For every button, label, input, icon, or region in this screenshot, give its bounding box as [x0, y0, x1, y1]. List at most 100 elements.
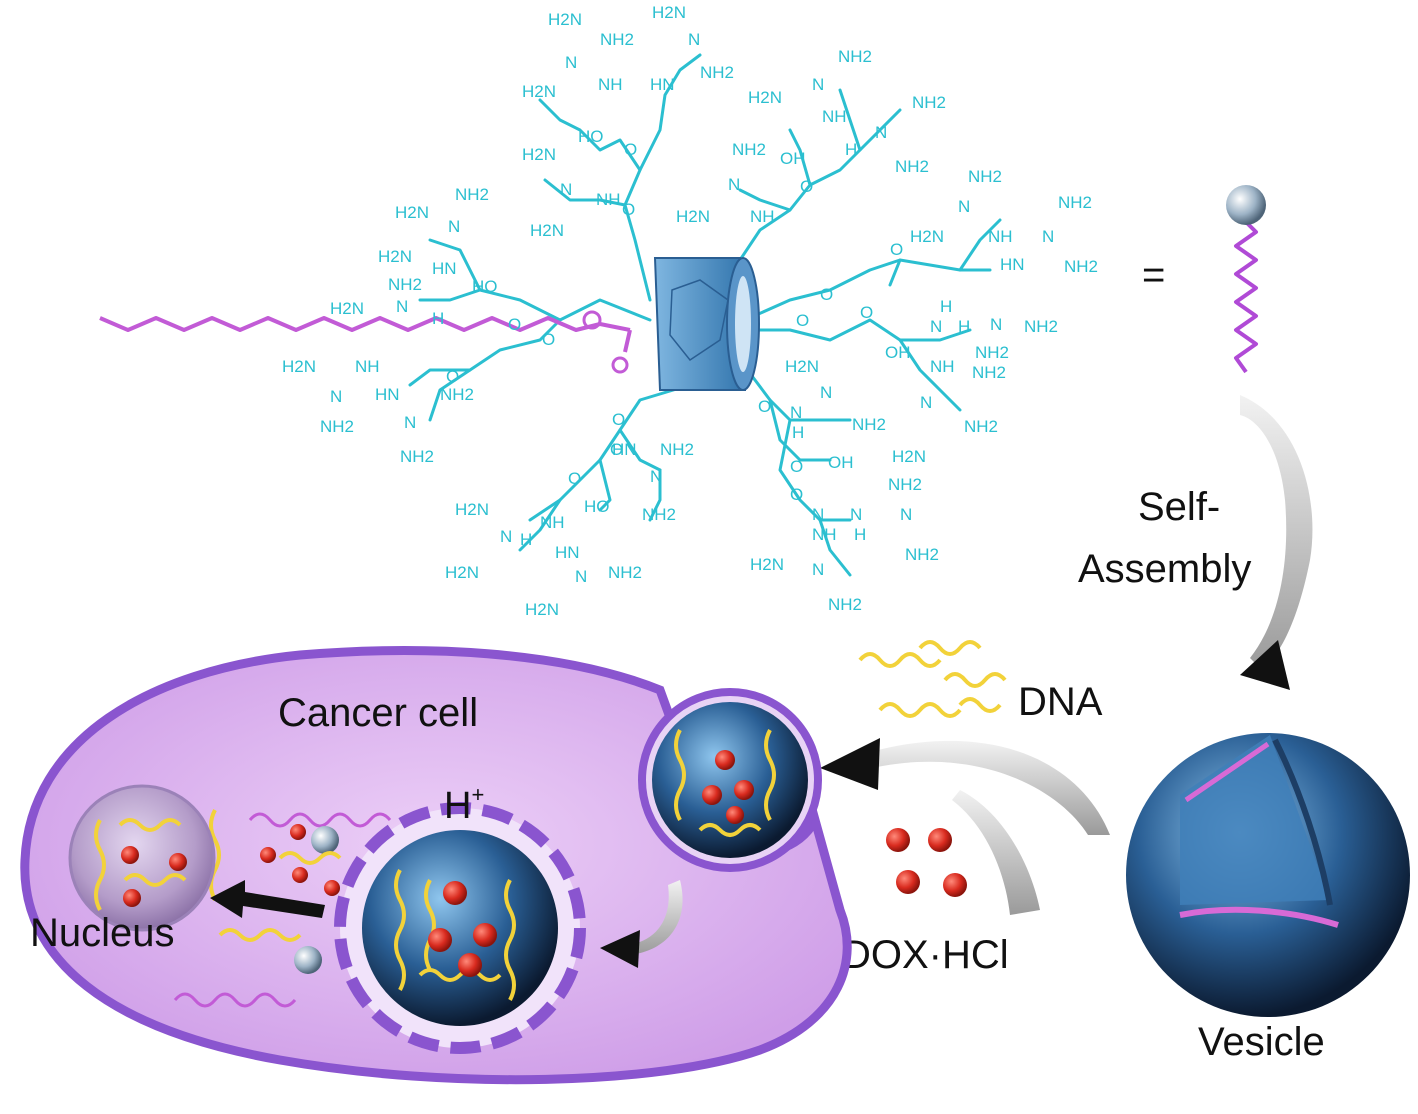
chem-label: O [790, 457, 803, 476]
chem-label: O [624, 140, 637, 159]
chem-label: NH2 [400, 447, 434, 466]
chem-label: N [920, 393, 932, 412]
chem-label: NH2 [852, 415, 886, 434]
chem-label: HO [472, 277, 498, 296]
chem-label: O [622, 200, 635, 219]
arrow-to-nucleus [210, 880, 325, 918]
chem-label: N [396, 297, 408, 316]
drug-particle-icon [123, 889, 141, 907]
drug-particle-icon [121, 846, 139, 864]
drug-particle-icon [260, 847, 276, 863]
chem-label: N [575, 567, 587, 586]
entering-vesicle [638, 688, 822, 872]
chem-label: H [940, 297, 952, 316]
chem-label: HN [1000, 255, 1025, 274]
chem-label: N [330, 387, 342, 406]
chem-label: NH2 [888, 475, 922, 494]
chem-label: NH2 [1058, 193, 1092, 212]
chem-label: N [728, 175, 740, 194]
chem-label: NH2 [320, 417, 354, 436]
dendron-bonds [408, 53, 1002, 577]
chem-label: O [800, 177, 813, 196]
chem-label: NH2 [455, 185, 489, 204]
drug-particle-icon [715, 750, 735, 770]
chem-label: H2N [548, 10, 582, 29]
self-assembly-label-line2: Assembly [1078, 547, 1251, 591]
vesicle-icon [1126, 733, 1410, 1017]
chem-label: H2N [522, 82, 556, 101]
chem-label: O [542, 330, 555, 349]
chem-label: NH [598, 75, 623, 94]
chem-label: NH [355, 357, 380, 376]
chem-label: NH [812, 525, 837, 544]
chem-label: NH2 [732, 140, 766, 159]
drug-particle-icon [169, 853, 187, 871]
dox-label: DOX·HCl [842, 933, 1009, 977]
chem-label: H2N [748, 88, 782, 107]
chem-label: NH2 [838, 47, 872, 66]
chem-label: O [796, 311, 809, 330]
drug-particle-icon [473, 923, 497, 947]
chemical-labels: H2N NH2 N H2N NH H2N N NH2 HN NH2 H2N N … [282, 3, 1098, 619]
chem-label: NH2 [700, 63, 734, 82]
chem-label: N [900, 505, 912, 524]
chem-label: H2N [330, 299, 364, 318]
nucleus-label: Nucleus [30, 911, 175, 955]
chem-label: NH [988, 227, 1013, 246]
chem-label: NH2 [968, 167, 1002, 186]
chem-label: NH2 [600, 30, 634, 49]
drug-particle-icon [324, 880, 340, 896]
endosome [334, 802, 586, 1054]
chem-label: NH2 [660, 440, 694, 459]
released-components [173, 809, 392, 1008]
chem-label: HO [578, 127, 604, 146]
drug-particle-icon [886, 828, 910, 852]
alkyl-chain [99, 316, 631, 332]
chem-label: O [890, 240, 903, 259]
chem-label: HN [432, 259, 457, 278]
drug-particle-icon [292, 867, 308, 883]
chem-label: N [812, 505, 824, 524]
chem-label: HN [375, 385, 400, 404]
chem-label: H2N [910, 227, 944, 246]
chem-label: NH2 [388, 275, 422, 294]
chem-label: H2N [652, 3, 686, 22]
chem-label: HO [584, 497, 610, 516]
chem-label: O [860, 303, 873, 322]
chem-label: N [812, 560, 824, 579]
chem-label: H2N [785, 357, 819, 376]
chem-label: O [568, 469, 581, 488]
amphiphile-molecule: H2N NH2 N H2N NH H2N N NH2 HN NH2 H2N N … [99, 3, 1098, 619]
chem-label: H2N [892, 447, 926, 466]
chem-label: H2N [378, 247, 412, 266]
chem-label: NH [750, 207, 775, 226]
drug-particle-icon [290, 824, 306, 840]
chem-label: O [612, 410, 625, 429]
chem-label: N [990, 315, 1002, 334]
chem-label: O [758, 397, 771, 416]
chem-label: NH [930, 357, 955, 376]
chem-label: NH [822, 107, 847, 126]
free-dna-strands [858, 640, 1007, 718]
chem-label: HN [650, 75, 675, 94]
chem-label: H2N [282, 357, 316, 376]
chem-label: OH [780, 149, 806, 168]
chem-label: H2N [445, 563, 479, 582]
chem-label: NH2 [440, 385, 474, 404]
drug-particle-icon [734, 780, 754, 800]
chem-label: NH2 [1024, 317, 1058, 336]
drug-particle-icon [428, 928, 452, 952]
proton-label: H+ [444, 782, 484, 827]
nucleus [68, 784, 216, 932]
self-assembly-arrow [1240, 395, 1313, 690]
chem-label: NH2 [964, 417, 998, 436]
chem-label: NH2 [608, 563, 642, 582]
vesicle-label: Vesicle [1198, 1020, 1325, 1064]
drug-particle-icon [702, 785, 722, 805]
chem-label: O [446, 367, 459, 386]
chem-label: H [792, 423, 804, 442]
chem-label: H [845, 140, 857, 159]
chem-label: H [958, 317, 970, 336]
self-assembly-label-line1: Self- [1138, 485, 1220, 529]
